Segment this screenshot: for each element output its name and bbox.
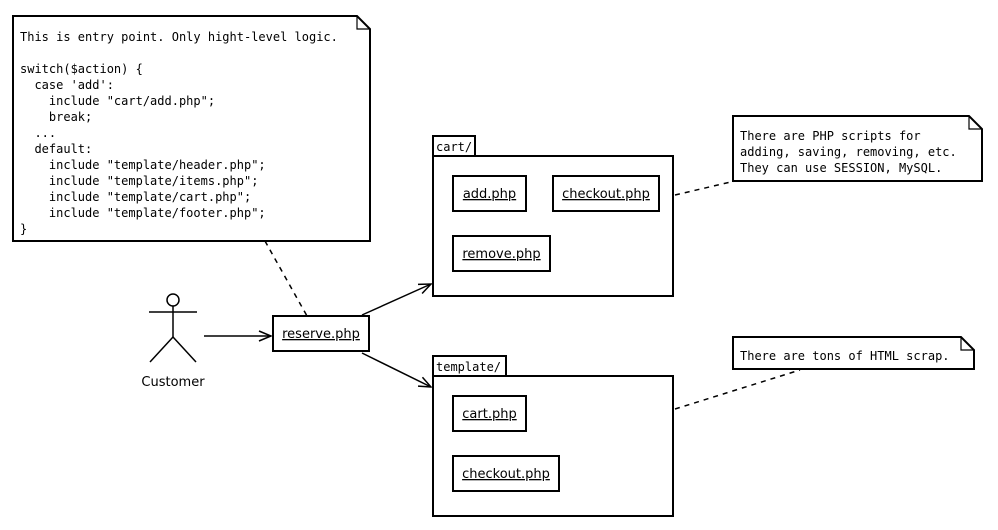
cart-file-label: remove.php	[462, 247, 540, 262]
template-note: There are tons of HTML scrap.	[732, 336, 975, 370]
template-package-name: template/	[436, 360, 501, 374]
entry-note-line: include "template/header.php";	[20, 158, 266, 172]
actor-label: Customer	[141, 375, 205, 390]
template-file-cart[interactable]: cart.php	[452, 395, 527, 432]
template-note-anchor	[674, 369, 801, 410]
entry-note-line: include "template/footer.php";	[20, 206, 266, 220]
template-file-label: checkout.php	[462, 467, 550, 482]
cart-package-name: cart/	[436, 140, 472, 154]
entry-note-line: include "template/items.php";	[20, 174, 258, 188]
template-package[interactable]: template/ cart.php checkout.php	[432, 355, 674, 517]
template-file-checkout[interactable]: checkout.php	[452, 455, 560, 492]
cart-note: There are PHP scripts for adding, saving…	[732, 115, 983, 182]
cart-note-anchor	[674, 180, 736, 196]
template-file-label: cart.php	[462, 407, 516, 422]
reserve-php-label: reserve.php	[282, 327, 360, 342]
cart-note-line: They can use SESSION, MySQL.	[740, 161, 942, 175]
entry-note-line: default:	[20, 142, 92, 156]
cart-file-remove[interactable]: remove.php	[452, 235, 551, 272]
entry-note-line: }	[20, 222, 27, 236]
entry-note-line: break;	[20, 110, 92, 124]
entry-note: This is entry point. Only hight-level lo…	[12, 15, 371, 242]
template-note-line: There are tons of HTML scrap.	[740, 349, 950, 363]
cart-file-label: add.php	[463, 187, 516, 202]
actor-head-icon	[166, 293, 180, 307]
entry-note-anchor	[264, 240, 308, 317]
actor-left-leg-icon	[149, 336, 174, 363]
cart-note-line: There are PHP scripts for	[740, 129, 921, 143]
cart-file-checkout[interactable]: checkout.php	[552, 175, 660, 212]
cart-package[interactable]: cart/ add.php checkout.php remove.php	[432, 135, 674, 297]
customer-actor[interactable]: Customer	[141, 293, 205, 390]
entry-note-line: include "template/cart.php";	[20, 190, 251, 204]
actor-right-leg-icon	[172, 336, 197, 363]
cart-file-add[interactable]: add.php	[452, 175, 527, 212]
reserve-php-file[interactable]: reserve.php	[272, 315, 370, 352]
entry-note-line: This is entry point. Only hight-level lo…	[20, 30, 338, 44]
entry-note-line: switch($action) {	[20, 62, 143, 76]
entry-note-line: include "cart/add.php";	[20, 94, 215, 108]
cart-file-label: checkout.php	[562, 187, 650, 202]
entry-note-line: case 'add':	[20, 78, 114, 92]
entry-note-text: This is entry point. Only hight-level lo…	[20, 30, 338, 236]
entry-to-template-arrow	[361, 352, 431, 387]
entry-to-cart-arrow	[361, 284, 431, 316]
entry-note-line: ...	[20, 126, 56, 140]
cart-note-line: adding, saving, removing, etc.	[740, 145, 957, 159]
